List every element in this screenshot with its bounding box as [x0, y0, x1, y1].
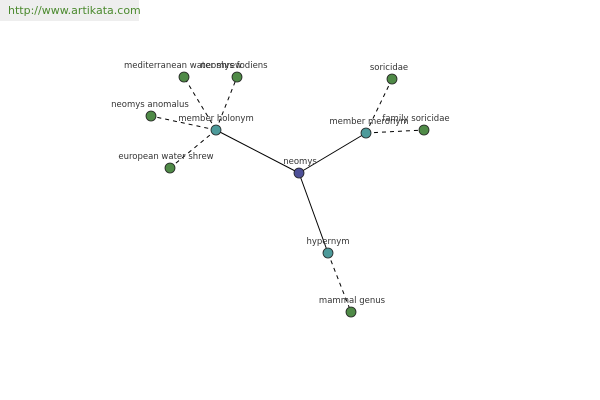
node-label-center: neomys: [283, 157, 317, 167]
edge-center-hypernym: [298, 172, 329, 254]
edge-holonym-european: [169, 129, 217, 169]
node-mediterranean[interactable]: [178, 71, 190, 83]
node-label-european: european water shrew: [118, 152, 213, 162]
edge-holonym-fodiens: [215, 76, 238, 131]
edge-center-holonym: [215, 129, 300, 174]
node-anomalus[interactable]: [145, 110, 157, 122]
node-family[interactable]: [418, 124, 430, 136]
node-soricidae[interactable]: [386, 73, 398, 85]
source-link[interactable]: http://www.artikata.com: [8, 4, 141, 17]
node-label-fodiens: neomys fodiens: [200, 61, 268, 71]
node-label-anomalus: neomys anomalus: [111, 100, 189, 110]
node-label-soricidae: soricidae: [370, 63, 408, 73]
node-label-holonym: member holonym: [178, 114, 253, 124]
edge-holonym-anomalus: [150, 115, 217, 131]
node-label-mammal: mammal genus: [319, 296, 386, 306]
edge-meronym-soricidae: [365, 78, 393, 134]
node-holonym[interactable]: [210, 124, 222, 136]
edge-hypernym-mammal: [327, 252, 352, 313]
source-banner: http://www.artikata.com: [0, 0, 141, 21]
node-layer: [145, 71, 430, 318]
node-label-family: family soricidae: [382, 114, 449, 124]
label-layer: neomys member holonym member meronym hypern…: [111, 61, 450, 306]
node-fodiens[interactable]: [231, 71, 243, 83]
node-center[interactable]: [293, 167, 305, 179]
edge-holonym-mediterranean: [183, 76, 217, 131]
edge-center-meronym: [298, 132, 367, 174]
edge-meronym-family: [365, 129, 425, 134]
edge-layer: [150, 76, 425, 313]
node-meronym[interactable]: [360, 127, 372, 139]
node-label-mediterranean: mediterranean water shrew: [124, 61, 242, 71]
node-label-meronym: member meronym: [329, 117, 408, 127]
node-mammal[interactable]: [345, 306, 357, 318]
node-european[interactable]: [164, 162, 176, 174]
node-label-hypernym: hypernym: [306, 237, 349, 247]
node-hypernym[interactable]: [322, 247, 334, 259]
